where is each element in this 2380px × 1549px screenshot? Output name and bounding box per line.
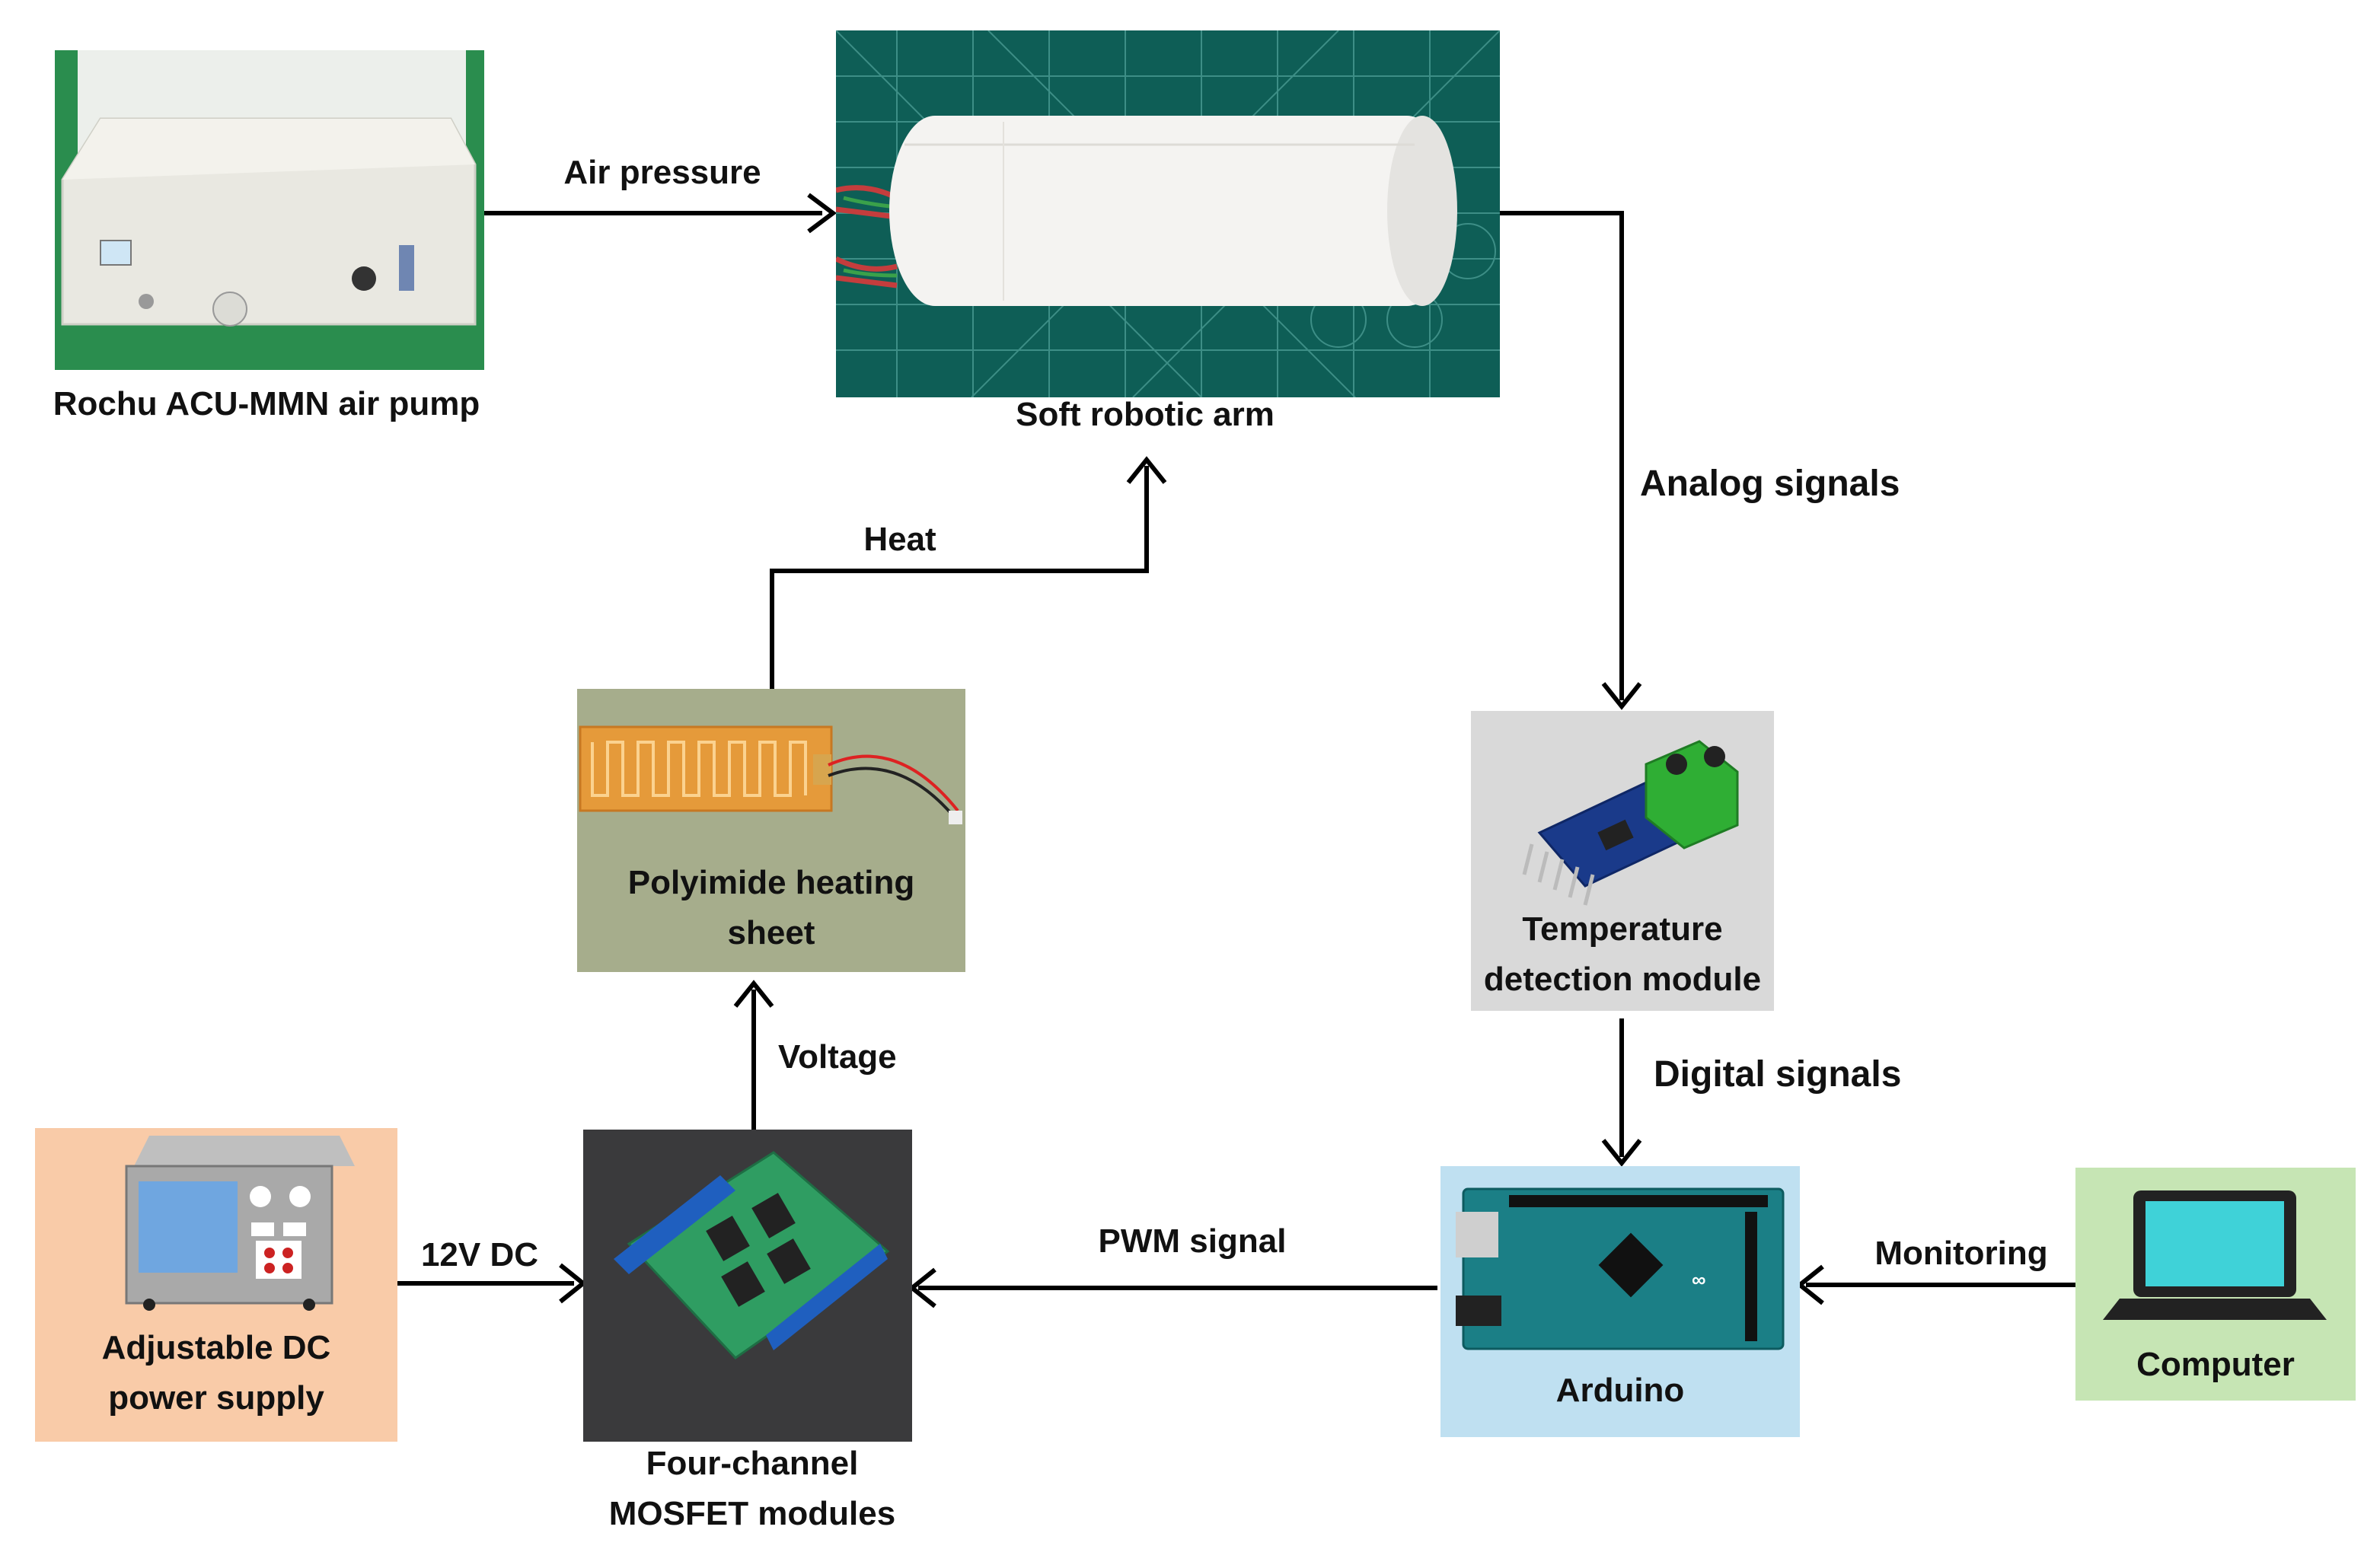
temp-module-illustration: [1522, 740, 1739, 906]
robotic-arm-label: Soft robotic arm: [1016, 396, 1275, 433]
svg-text:∞: ∞: [1692, 1268, 1706, 1291]
mosfet-photo: [583, 1130, 912, 1442]
voltage-label: Voltage: [778, 1038, 897, 1076]
mosfet-label: Four-channel MOSFET modules: [608, 1445, 896, 1532]
monitoring-label: Monitoring: [1874, 1235, 2048, 1272]
temp-module-box: Temperature detection module: [1471, 711, 1774, 1011]
arduino-box: ∞ Arduino: [1440, 1166, 1800, 1437]
heating-sheet-box: Polyimide heating sheet: [577, 689, 965, 972]
air-pump-photo: [55, 50, 484, 370]
power-supply-box: Adjustable DC power supply: [35, 1128, 397, 1442]
pwm-signal-label: PWM signal: [1098, 1222, 1287, 1260]
analog-signals-arrow: [1500, 211, 1624, 700]
temp-module-label: Temperature detection module: [1483, 910, 1762, 998]
laptop-icon: [2103, 1190, 2327, 1320]
digital-signals-label: Digital signals: [1654, 1054, 1902, 1095]
power-supply-illustration: [125, 1136, 355, 1311]
dc-12v-label: 12V DC: [420, 1236, 539, 1273]
analog-signals-label: Analog signals: [1640, 464, 1900, 504]
computer-label: Computer: [2136, 1346, 2295, 1383]
computer-box: Computer: [2075, 1168, 2356, 1401]
cutting-mat-illustration: [836, 30, 1500, 397]
heating-sheet-label: Polyimide heating sheet: [627, 864, 915, 951]
power-supply-label: Adjustable DC power supply: [101, 1329, 331, 1417]
robotic-arm-photo: [836, 30, 1500, 397]
air-pump-label: Rochu ACU-MMN air pump: [53, 385, 480, 422]
heat-label: Heat: [863, 521, 936, 558]
arduino-illustration: ∞: [1456, 1187, 1785, 1350]
mosfet-illustration: [583, 1130, 912, 1442]
air-pressure-label: Air pressure: [563, 154, 761, 191]
arduino-label: Arduino: [1555, 1372, 1685, 1409]
heating-sheet-illustration: [579, 725, 962, 824]
air-pump-illustration: [55, 50, 484, 370]
heat-arrow: [770, 466, 1149, 689]
